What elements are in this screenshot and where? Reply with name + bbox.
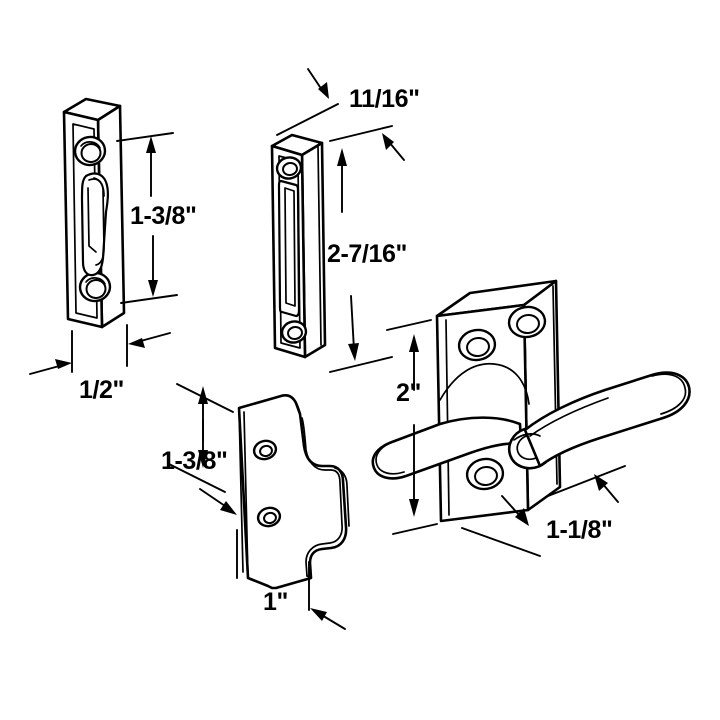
dimension-label: 2" xyxy=(396,379,421,407)
dimension-label: 1/2" xyxy=(79,376,124,404)
part-strike-plate-slotted xyxy=(270,133,327,359)
dimension-1-3-8-lower: 1-3/8" xyxy=(161,383,234,493)
dimension-1-2: 1/2" xyxy=(29,324,171,404)
part-hook-catch-plate xyxy=(237,394,350,590)
dimension-2-inch: 2" xyxy=(386,319,438,535)
part-keeper-plate-small xyxy=(62,97,126,329)
dimension-label: 1-3/8" xyxy=(161,447,227,475)
dimension-11-16: 11/16" xyxy=(276,68,420,161)
dimension-1-inch: 1" xyxy=(199,488,346,630)
dimension-2-7-16: 2-7/16" xyxy=(327,148,407,373)
dimension-label: 1-3/8" xyxy=(130,202,196,230)
dimension-label: 1-1/8" xyxy=(546,516,612,544)
part-cam-lever-handle xyxy=(371,279,691,523)
dimension-label: 1" xyxy=(263,588,288,616)
dimension-1-1-8: 1-1/8" xyxy=(461,465,626,557)
dimension-label: 11/16" xyxy=(349,85,420,113)
dimension-1-3-8-upper: 1-3/8" xyxy=(116,132,197,304)
dimension-label: 2-7/16" xyxy=(327,240,407,268)
